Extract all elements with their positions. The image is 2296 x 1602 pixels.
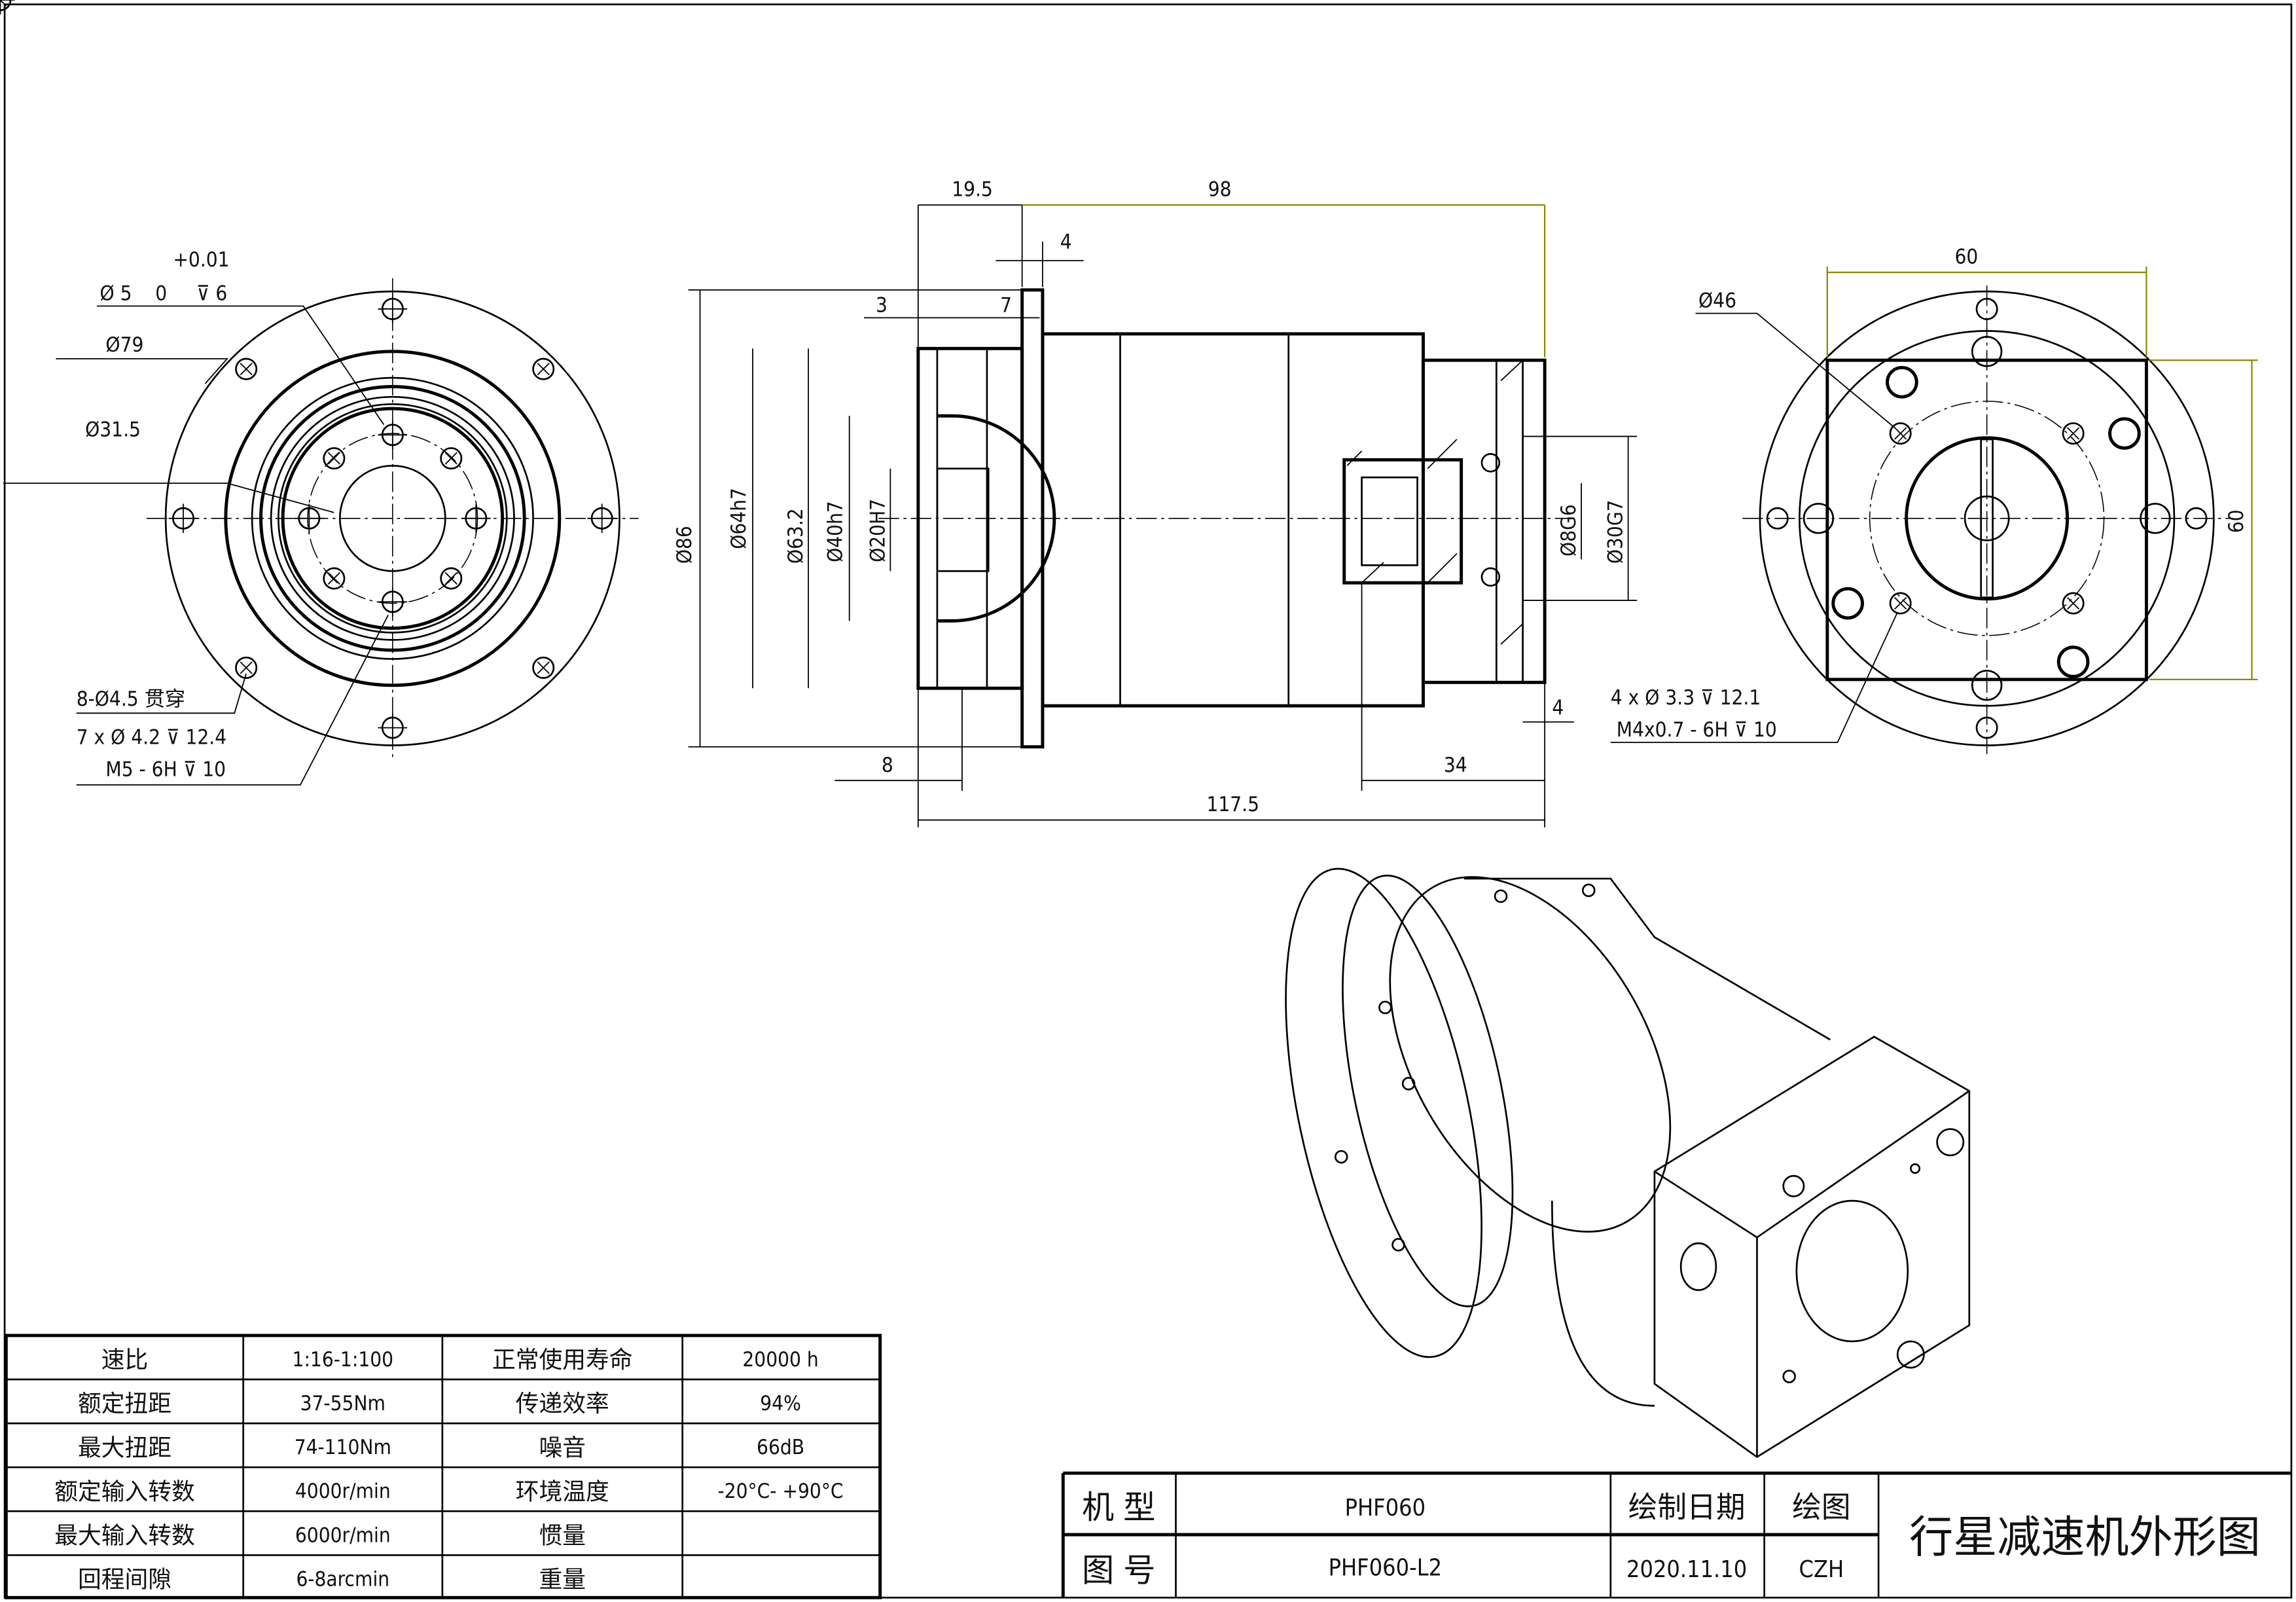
- spec-value: 66dB: [757, 1436, 804, 1459]
- spec-value: 74-110Nm: [295, 1436, 391, 1459]
- dim-98: 98: [1208, 178, 1232, 202]
- spec-key: 最大扭距: [78, 1434, 171, 1461]
- dim-d20H7: Ø20H7: [866, 499, 889, 562]
- dim-d8G6: Ø8G6: [1557, 504, 1581, 556]
- dim-4-top: 4: [1060, 230, 1072, 254]
- tapped-thread-label: M5 - 6H ⊽ 10: [105, 757, 226, 781]
- drawer-value: CZH: [1799, 1556, 1844, 1583]
- rear-hole-label: 4 x Ø 3.3 ⊽ 12.1: [1611, 686, 1761, 710]
- front-view: +0.01 Ø 5 0 ⊽ 6 Ø79 Ø31.5 8-Ø4.5 贯穿 7 x …: [0, 0, 639, 786]
- spec-key: 速比: [101, 1347, 149, 1374]
- drawing-number-value: PHF060-L2: [1329, 1555, 1443, 1582]
- spec-value: 37-55Nm: [300, 1392, 386, 1415]
- dim-d46: Ø46: [1698, 289, 1736, 313]
- date-value: 2020.11.10: [1626, 1556, 1747, 1583]
- pin-tolerance: +0.01: [173, 248, 229, 272]
- d79-label: Ø79: [105, 333, 143, 357]
- dim-4-bottom: 4: [1552, 697, 1564, 720]
- side-view: 19.5 98 4 3 7 Ø86 Ø64h7 Ø63.2 Ø40h7 Ø20H…: [673, 178, 1638, 828]
- spec-key: 额定输入转数: [54, 1478, 195, 1505]
- spec-key: 噪音: [539, 1434, 586, 1461]
- spec-key: 最大输入转数: [54, 1523, 195, 1550]
- outer-mounting-holes: [0, 0, 618, 744]
- dim-19-5: 19.5: [952, 178, 993, 202]
- spec-key: 回程间隙: [78, 1567, 171, 1593]
- through-holes-label: 8-Ø4.5 贯穿: [77, 687, 186, 711]
- spec-key: 传递效率: [516, 1391, 609, 1417]
- tapped-holes-label: 7 x Ø 4.2 ⊽ 12.4: [77, 725, 226, 749]
- spec-value: 20000 h: [742, 1348, 818, 1372]
- dim-60-side: 60: [2225, 509, 2248, 533]
- spec-key: 额定扭距: [78, 1391, 171, 1417]
- rear-thread-label: M4x0.7 - 6H ⊽ 10: [1617, 718, 1777, 742]
- spec-key: 惯量: [539, 1523, 586, 1550]
- dim-7: 7: [1000, 293, 1012, 317]
- model-value: PHF060: [1345, 1495, 1426, 1521]
- dim-d86: Ø86: [673, 526, 696, 564]
- dim-d30G7: Ø30G7: [1604, 500, 1628, 564]
- spec-value: 94%: [760, 1392, 801, 1415]
- spec-key: 环境温度: [516, 1478, 609, 1505]
- spec-key: 正常使用寿命: [492, 1347, 633, 1374]
- spec-value: 1:16-1:100: [293, 1348, 394, 1372]
- sheet-border: [3, 3, 2293, 1599]
- dim-d63-2: Ø63.2: [784, 508, 808, 564]
- spec-key: 重量: [539, 1567, 586, 1593]
- d31-5-label: Ø31.5: [85, 418, 141, 442]
- drawer-label: 绘图: [1792, 1489, 1850, 1524]
- dim-117-5: 117.5: [1206, 793, 1259, 816]
- model-label: 机 型: [1082, 1489, 1155, 1527]
- rear-view: Ø46 60 60 4 x Ø 3.3 ⊽ 12.1 M4x0.7 - 6H ⊽…: [1610, 246, 2258, 754]
- dim-d64h7: Ø64h7: [727, 488, 751, 549]
- pin-hole-label: Ø 5 0 ⊽ 6: [99, 282, 227, 306]
- spec-table: 速比 1:16-1:100 正常使用寿命 20000 h 额定扭距 37-55N…: [4, 1334, 882, 1599]
- drawing-title: 行星减速机外形图: [1909, 1512, 2261, 1563]
- isometric-view: [1285, 867, 1971, 1459]
- spec-value: -20°C- +90°C: [718, 1480, 844, 1503]
- spec-value: 6000r/min: [295, 1523, 391, 1547]
- dim-3: 3: [876, 293, 888, 317]
- date-label: 绘制日期: [1628, 1489, 1746, 1524]
- dim-d40h7: Ø40h7: [824, 501, 848, 562]
- dim-34: 34: [1444, 754, 1467, 777]
- spec-value: 6-8arcmin: [296, 1567, 389, 1591]
- title-block: 机 型 PHF060 图 号 PHF060-L2 绘制日期 2020.11.10…: [1061, 1471, 2291, 1598]
- dim-8: 8: [882, 754, 893, 777]
- spec-value: 4000r/min: [295, 1480, 391, 1503]
- dim-60-top: 60: [1954, 246, 1978, 269]
- drawing-number-label: 图 号: [1082, 1552, 1155, 1590]
